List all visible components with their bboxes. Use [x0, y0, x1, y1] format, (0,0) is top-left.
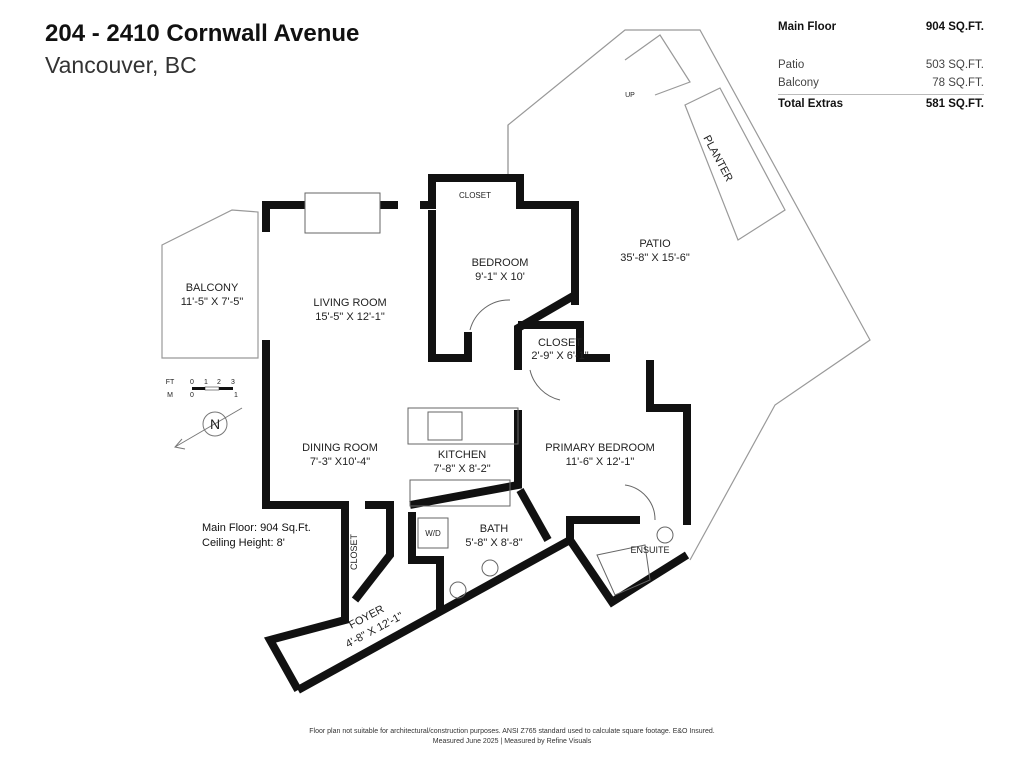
- sink: [449, 581, 467, 599]
- listing-city: Vancouver, BC: [45, 52, 197, 78]
- value: 581 SQ.FT.: [925, 98, 984, 110]
- exterior-outlines: [161, 29, 871, 561]
- scale-tick: 0: [190, 379, 194, 386]
- wall: [408, 512, 444, 610]
- value: 78 SQ.FT.: [932, 77, 984, 89]
- dining-room-dims: 7'-3" X10'-4": [310, 456, 370, 468]
- scale-segment: [219, 387, 233, 390]
- kitchen-counter-lower: [409, 479, 511, 507]
- primary-bedroom-label: PRIMARY BEDROOM: [545, 442, 655, 454]
- wall: [262, 340, 349, 692]
- label: Balcony: [778, 77, 819, 89]
- wall: [646, 360, 691, 525]
- balcony-row: Balcony 78 SQ.FT.: [778, 74, 984, 92]
- closet-dims: 2'-9" X 6'-1": [531, 350, 588, 362]
- scale-tick: 3: [231, 379, 235, 386]
- main-floor-info: Main Floor: 904 Sq.Ft.: [202, 522, 311, 534]
- label: Total Extras: [778, 98, 843, 110]
- wall: [428, 210, 472, 362]
- door-swing: [469, 299, 511, 331]
- scale-bar: FT 0 1 2 3 M 0 1: [166, 379, 238, 399]
- scale-tick: 1: [234, 392, 238, 399]
- compass-north-icon: N: [174, 407, 243, 450]
- door-swing: [624, 484, 656, 521]
- scale-segment: [192, 387, 205, 390]
- stairs-up-label: UP: [625, 92, 635, 99]
- compass-letter: N: [210, 416, 220, 432]
- ensuite-sink: [656, 526, 674, 544]
- wall: [518, 321, 610, 362]
- balcony-dims: 11'-5" X 7'-5": [181, 296, 244, 308]
- patio-outline: [507, 29, 871, 561]
- planter-outline: [684, 87, 786, 241]
- divider: [778, 94, 984, 95]
- scale-tick: 1: [204, 379, 208, 386]
- kitchen-label: KITCHEN: [438, 449, 486, 461]
- label: Main Floor: [778, 21, 837, 33]
- bedroom-label: BEDROOM: [472, 257, 529, 269]
- shower: [596, 544, 651, 596]
- scale-tick: 2: [217, 379, 221, 386]
- stove: [427, 411, 463, 441]
- bedroom-closet-label: CLOSET: [459, 191, 491, 200]
- closet-label: CLOSET: [538, 337, 582, 349]
- balcony-label: BALCONY: [186, 282, 239, 294]
- balcony-outline: [161, 209, 259, 359]
- wall: [516, 488, 552, 542]
- value: 904 SQ.FT.: [925, 21, 984, 33]
- toilet: [481, 559, 499, 577]
- measured-by: Measured June 2025 | Measured by Refine …: [432, 738, 592, 745]
- scale-m-label: M: [167, 392, 173, 399]
- scale-tick: 0: [190, 392, 194, 399]
- door-swing: [529, 369, 561, 401]
- dining-room-label: DINING ROOM: [302, 442, 378, 454]
- living-room-dims: 15'-5" X 12'-1": [315, 311, 385, 323]
- primary-bedroom-dims: 11'-6" X 12'-1": [566, 456, 635, 468]
- main-floor-row: Main Floor 904 SQ.FT.: [778, 18, 984, 36]
- stairs: [624, 34, 691, 96]
- washer-dryer: [417, 517, 449, 549]
- bath-label: BATH: [480, 523, 509, 535]
- kitchen-counter: [407, 407, 519, 445]
- bedroom-dims: 9'-1" X 10': [475, 271, 525, 283]
- disclaimer: Floor plan not suitable for architectura…: [309, 728, 715, 735]
- patio-label: PATIO: [639, 238, 671, 250]
- wall: [351, 501, 394, 603]
- kitchen-dims: 7'-8" X 8'-2": [433, 463, 490, 475]
- label: Patio: [778, 59, 805, 71]
- patio-row: Patio 503 SQ.FT.: [778, 56, 984, 74]
- total-extras-row: Total Extras 581 SQ.FT.: [778, 95, 984, 113]
- scale-ft-label: FT: [166, 379, 175, 386]
- ceiling-height-info: Ceiling Height: 8': [202, 537, 285, 549]
- scale-segment: [204, 386, 220, 391]
- wall: [262, 201, 305, 232]
- area-summary: Main Floor 904 SQ.FT. Patio 503 SQ.FT. Bal…: [778, 18, 984, 113]
- listing-address: 204 - 2410 Cornwall Avenue: [45, 20, 360, 47]
- patio-dims: 35'-8" X 15'-6": [620, 252, 690, 264]
- floor-info: Main Floor: 904 Sq.Ft. Ceiling Height: 8…: [202, 521, 311, 551]
- value: 503 SQ.FT.: [925, 59, 984, 71]
- living-room-label: LIVING ROOM: [313, 297, 386, 309]
- bath-dims: 5'-8" X 8'-8": [465, 537, 522, 549]
- fireplace: [304, 192, 381, 234]
- foyer-closet-label: CLOSET: [349, 533, 359, 570]
- fixtures: [304, 192, 674, 599]
- ensuite-label: ENSUITE: [630, 545, 669, 555]
- wall: [420, 174, 579, 305]
- wd-label: W/D: [425, 529, 441, 538]
- wall: [296, 536, 572, 694]
